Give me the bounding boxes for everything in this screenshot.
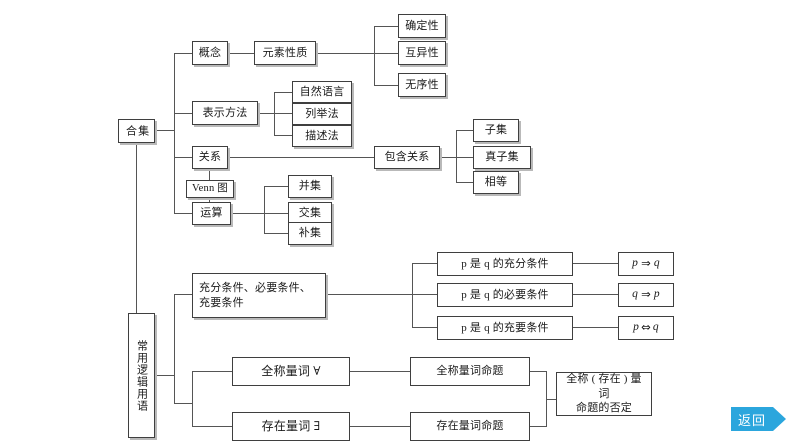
node-p-chongfen[interactable]: p 是 q 的充分条件: [437, 252, 573, 276]
formula-left: p: [632, 257, 639, 270]
node-buji-label: 补集: [298, 227, 322, 240]
node-wuxuxing-label: 无序性: [405, 78, 439, 91]
node-huyixing-label: 互异性: [405, 46, 439, 59]
return-button-body[interactable]: 返回: [731, 407, 774, 431]
node-cunzai-mingti-label: 存在量词命题: [436, 420, 504, 433]
node-mingti-fouding[interactable]: 全称 ( 存在 ) 量词 命题的否定: [556, 372, 652, 416]
formula-right: q: [653, 257, 660, 270]
return-button-label: 返回: [738, 412, 767, 428]
node-jihe-label: 集合: [124, 125, 149, 137]
node-quedingxing[interactable]: 确定性: [398, 14, 446, 38]
node-mingti-fouding-line2: 命题的否定: [576, 402, 632, 415]
node-cunzai-liangci[interactable]: 存在量词 ∃: [232, 412, 350, 441]
formula-operator: ⇔: [641, 320, 651, 335]
node-bingji-label: 并集: [298, 180, 322, 193]
node-p-chongyao-label: p 是 q 的充要条件: [461, 321, 549, 334]
node-buji[interactable]: 补集: [288, 222, 332, 245]
node-ziran-yuyan[interactable]: 自然语言: [292, 81, 352, 103]
node-jihe[interactable]: 集合: [118, 119, 155, 143]
node-venn-diagram-label: Venn 图: [192, 182, 228, 194]
node-baohan-guanxi-label: 包含关系: [384, 151, 430, 164]
node-yuansu-xingzhi-label: 元素性质: [262, 46, 308, 59]
formula-left: q: [632, 288, 639, 301]
node-miaoshufa-label: 描述法: [305, 129, 339, 142]
node-quancheng-liangci[interactable]: 全称量词 ∀: [232, 357, 350, 386]
node-tiaojian-group[interactable]: 充分条件、必要条件、 充要条件: [192, 273, 326, 318]
return-button[interactable]: 返回: [731, 407, 787, 431]
node-xiangdeng-label: 相等: [484, 176, 508, 189]
node-mingti-fouding-line1: 全称 ( 存在 ) 量词: [566, 372, 642, 400]
node-venn-diagram[interactable]: Venn 图: [186, 180, 234, 198]
formula-right: q: [652, 321, 659, 334]
node-quedingxing-label: 确定性: [405, 19, 439, 32]
node-huyixing[interactable]: 互异性: [398, 41, 446, 65]
node-guanxi[interactable]: 关系: [192, 146, 228, 169]
arrow-right-icon: [773, 407, 787, 431]
node-gainian-label: 概念: [198, 46, 222, 59]
node-formula-p-iff-q[interactable]: p ⇔ q: [618, 316, 674, 340]
node-wuxuxing[interactable]: 无序性: [398, 73, 446, 97]
node-yuansu-xingzhi[interactable]: 元素性质: [254, 41, 316, 65]
node-p-biyao-label: p 是 q 的必要条件: [461, 288, 549, 301]
node-ziji-label: 子集: [484, 124, 508, 137]
node-liejufa[interactable]: 列举法: [292, 103, 352, 125]
node-quancheng-mingti-label: 全称量词命题: [436, 365, 504, 378]
node-p-biyao[interactable]: p 是 q 的必要条件: [437, 283, 573, 307]
node-yunsuan-label: 运算: [200, 207, 223, 220]
node-cunzai-liangci-label: 存在量词 ∃: [261, 419, 321, 434]
node-biaoshi-fangfa[interactable]: 表示方法: [192, 101, 258, 125]
node-miaoshufa[interactable]: 描述法: [292, 125, 352, 147]
node-xiangdeng[interactable]: 相等: [473, 171, 519, 194]
formula-operator: ⇒: [641, 256, 651, 271]
node-formula-q-implies-p[interactable]: q ⇒ p: [618, 283, 674, 307]
node-yunsuan[interactable]: 运算: [192, 202, 231, 225]
node-cunzai-mingti[interactable]: 存在量词命题: [410, 412, 530, 441]
node-guanxi-label: 关系: [198, 151, 222, 164]
node-zhen-ziji-label: 真子集: [485, 151, 519, 164]
node-quancheng-mingti[interactable]: 全称量词命题: [410, 357, 530, 386]
node-tiaojian-line2: 充要条件: [199, 296, 244, 309]
node-p-chongfen-label: p 是 q 的充分条件: [461, 257, 549, 270]
node-liejufa-label: 列举法: [305, 107, 339, 120]
formula-right: p: [653, 288, 660, 301]
node-formula-p-implies-q[interactable]: p ⇒ q: [618, 252, 674, 276]
node-changyong-luoji[interactable]: 常用逻辑用语: [128, 313, 155, 438]
node-ziran-yuyan-label: 自然语言: [299, 85, 345, 98]
node-biaoshi-fangfa-label: 表示方法: [202, 106, 248, 119]
node-jiaoji-label: 交集: [298, 207, 322, 220]
node-bingji[interactable]: 并集: [288, 175, 332, 198]
formula-operator: ⇒: [641, 287, 651, 302]
node-p-chongyao[interactable]: p 是 q 的充要条件: [437, 316, 573, 340]
node-ziji[interactable]: 子集: [473, 119, 519, 142]
node-gainian[interactable]: 概念: [192, 41, 228, 65]
node-changyong-luoji-label: 常用逻辑用语: [135, 339, 148, 412]
node-tiaojian-line1: 充分条件、必要条件、: [199, 281, 311, 294]
node-baohan-guanxi[interactable]: 包含关系: [374, 146, 440, 169]
node-quancheng-liangci-label: 全称量词 ∀: [261, 364, 321, 379]
formula-left: p: [633, 321, 640, 334]
node-zhen-ziji[interactable]: 真子集: [473, 146, 531, 169]
